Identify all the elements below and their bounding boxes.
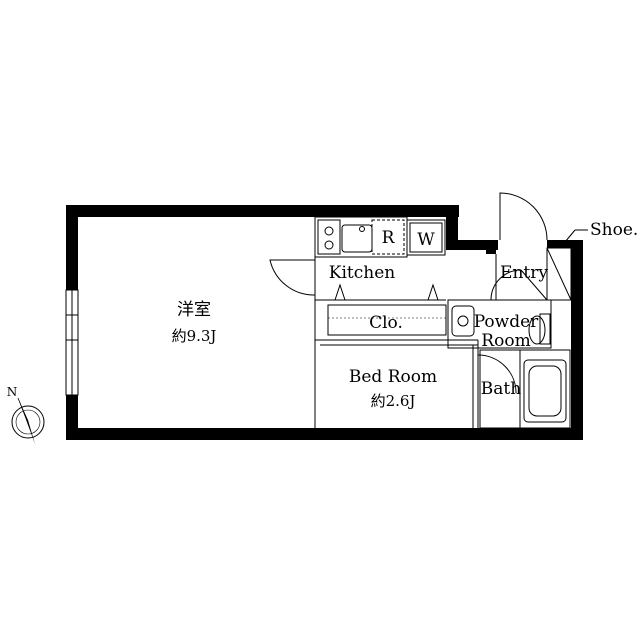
kitchen-fixtures — [314, 216, 446, 258]
bedroom-area: 約2.6J — [371, 392, 416, 410]
window-left — [65, 289, 79, 396]
kitchen-label: Kitchen — [329, 263, 395, 283]
interior-walls — [314, 217, 588, 429]
western-room-area: 約9.3J — [172, 327, 217, 345]
compass-north-label: N — [7, 385, 18, 399]
shoe-label: Shoe. — [590, 220, 638, 240]
western-room-name: 洋室 — [177, 300, 211, 320]
powder-room-label-2: Room — [481, 331, 530, 351]
closet-label: Clo. — [369, 313, 403, 333]
bathtub — [523, 359, 567, 423]
bath-label: Bath — [481, 379, 521, 399]
room-labels: 洋室 約9.3J Kitchen Clo. Bed Room 約2.6J Ent… — [172, 220, 639, 410]
powder-room-label-1: Powder — [474, 312, 539, 332]
compass: N — [7, 385, 45, 444]
doors — [269, 192, 548, 394]
entry-label: Entry — [500, 263, 548, 283]
refrigerator-label: R — [382, 228, 396, 248]
bedroom-name: Bed Room — [349, 367, 437, 387]
washer-label: W — [417, 230, 435, 250]
powder-fixtures — [451, 305, 551, 345]
